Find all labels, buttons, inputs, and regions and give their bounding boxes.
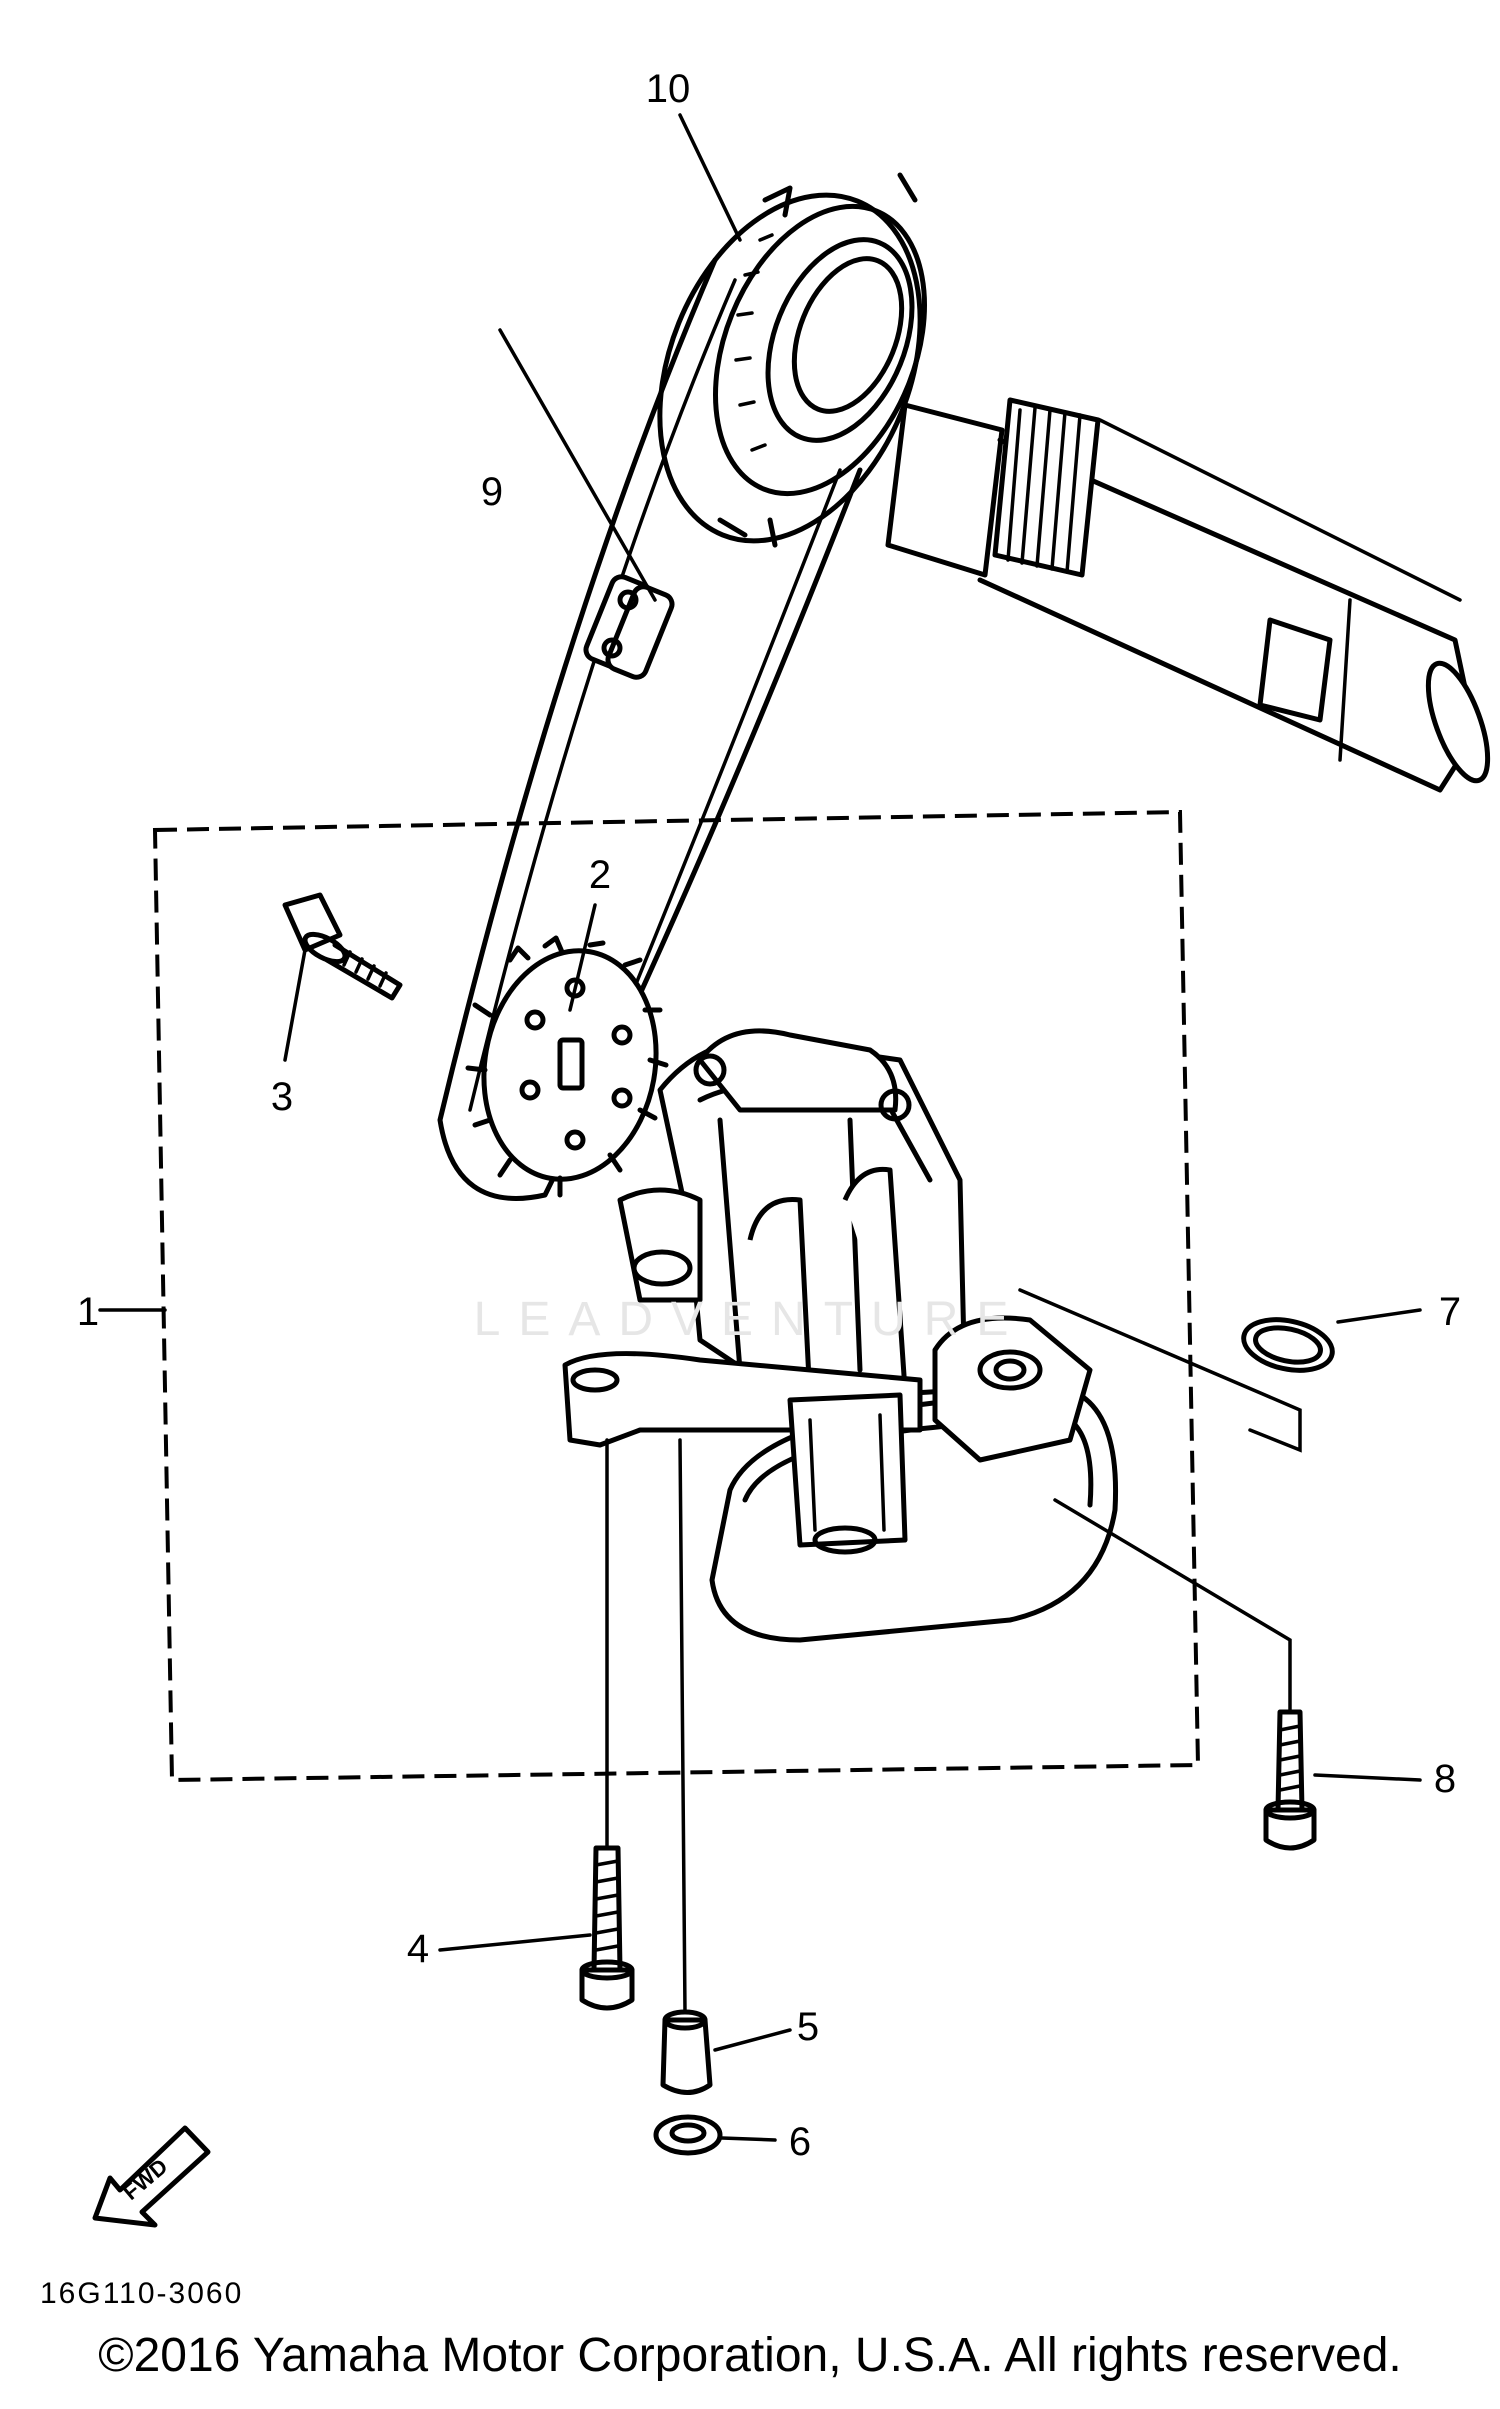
callout-6: 6 <box>789 2120 811 2164</box>
callout-8: 8 <box>1434 1757 1456 1801</box>
o-ring <box>1241 1317 1335 1373</box>
callout-7: 7 <box>1439 1290 1461 1334</box>
callout-2: 2 <box>589 853 611 897</box>
callout-labels: 1 2 3 4 5 6 7 8 9 10 <box>77 67 1461 2164</box>
drive-gear <box>657 172 927 548</box>
flange-bolt <box>282 892 403 1001</box>
callout-1: 1 <box>77 1290 99 1334</box>
washer <box>653 2114 723 2156</box>
figure-code: 16G110-3060 <box>40 2277 243 2310</box>
callout-4: 4 <box>407 1927 429 1971</box>
leader-lines <box>98 113 1422 2142</box>
long-screw <box>579 1845 635 2011</box>
callout-10: 10 <box>646 67 691 111</box>
copyright-notice: ©2016 Yamaha Motor Corporation, U.S.A. A… <box>98 2329 1402 2382</box>
dowel-pin <box>660 2009 713 2095</box>
callout-5: 5 <box>797 2005 819 2049</box>
watermark: LEADVENTURE <box>473 1293 1027 1346</box>
callout-9: 9 <box>481 470 503 514</box>
pump-sprocket <box>465 935 669 1198</box>
callout-3: 3 <box>271 1075 293 1119</box>
chain-joint <box>583 574 675 680</box>
fwd-arrow: FWD <box>92 2125 211 2228</box>
crankshaft <box>885 397 1491 793</box>
oil-pump <box>562 1028 1119 1643</box>
pan-screw <box>1263 1709 1317 1851</box>
assembly-boundary <box>152 809 1201 1783</box>
